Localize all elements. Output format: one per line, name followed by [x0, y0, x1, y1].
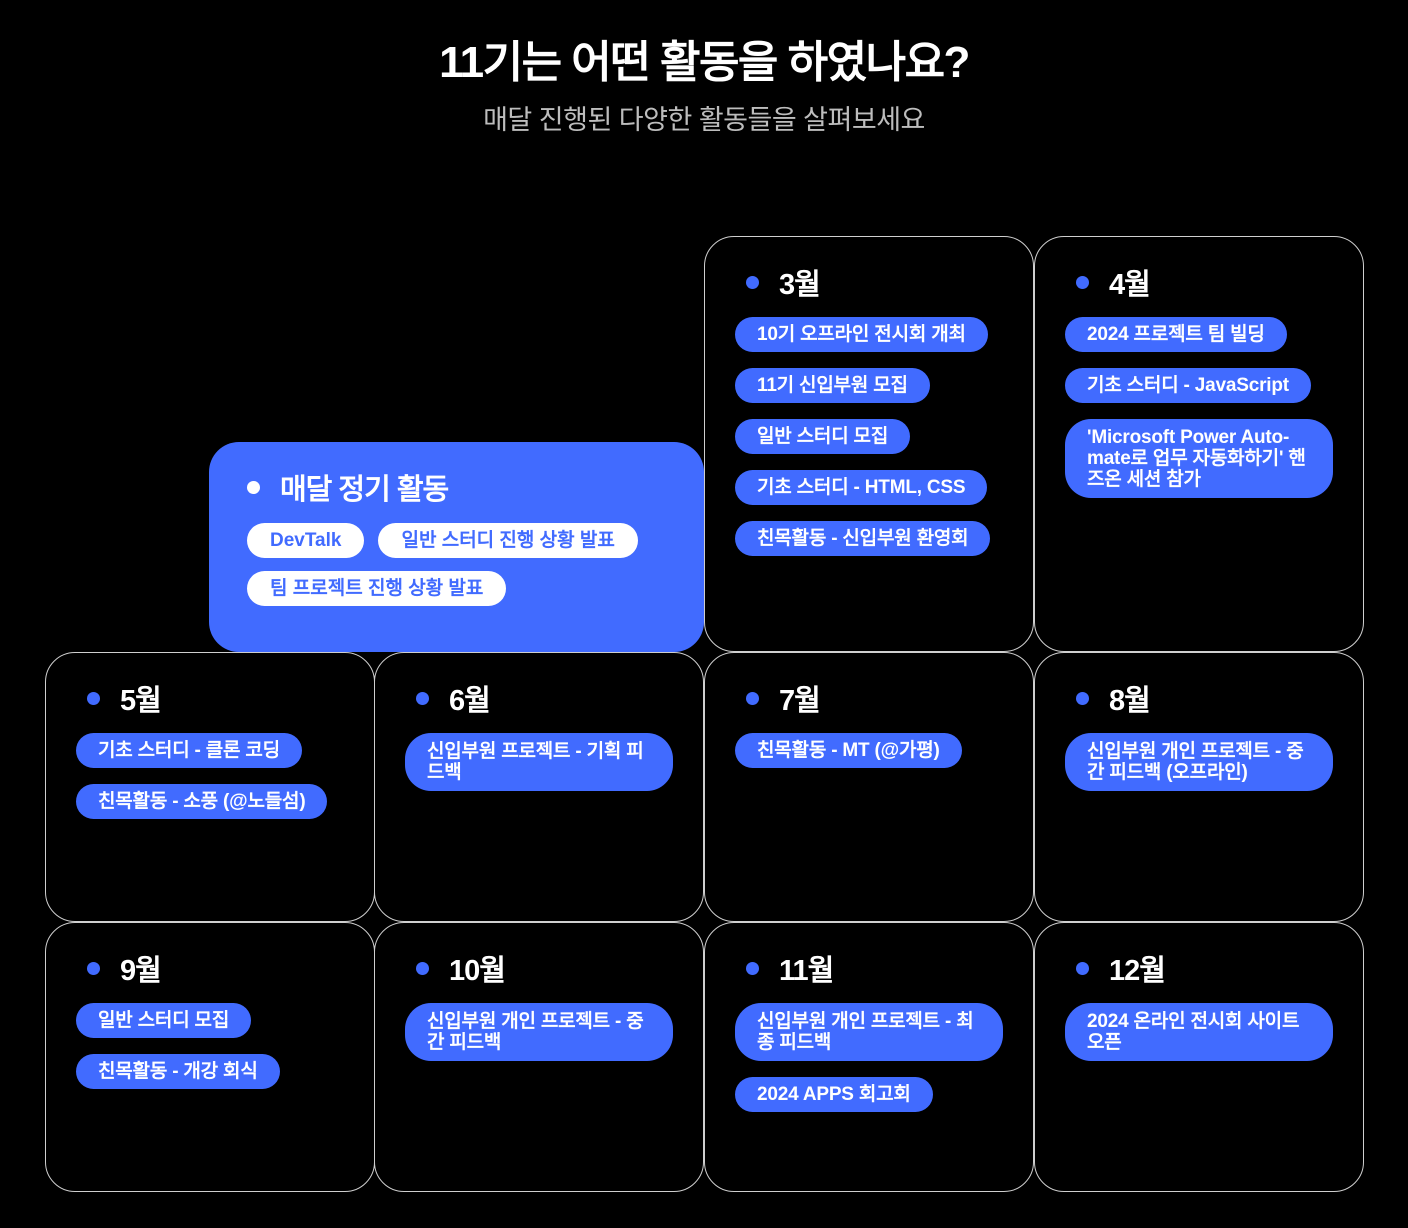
month-title: 10월 — [449, 955, 506, 987]
bullet-icon — [1076, 275, 1089, 289]
activity-pill: 일반 스터디 모집 — [76, 1003, 252, 1038]
bullet-icon — [87, 691, 100, 705]
activity-pill: 친목활동 - 개강 회식 — [76, 1054, 280, 1089]
activity-pill: 기초 스터디 - 클론 코딩 — [76, 733, 302, 768]
page-title: 11기는 어떤 활동을 하였나요? — [439, 38, 970, 87]
bullet-icon — [1076, 961, 1089, 975]
activity-pill: 기초 스터디 - HTML, CSS — [735, 470, 988, 505]
activity-pill: 친목활동 - MT (@가평) — [735, 733, 962, 768]
activity-pill: 신입부원 개인 프로젝트 - 최종 피드백 — [735, 1003, 1003, 1061]
activity-pill: 11기 신입부원 모집 — [735, 368, 930, 403]
activity-pill: 2024 APPS 회고회 — [735, 1077, 933, 1112]
bullet-icon — [746, 275, 759, 289]
activity-chip: DevTalk — [247, 523, 365, 558]
month-title: 7월 — [779, 685, 821, 717]
activity-pill: 2024 온라인 전시회 사이트 오픈 — [1065, 1003, 1333, 1061]
month-title: 9월 — [120, 955, 162, 987]
activity-pill: 친목활동 - 신입부원 환영회 — [735, 521, 991, 556]
bullet-icon — [247, 480, 260, 494]
month-title: 8월 — [1109, 685, 1151, 717]
bullet-icon — [87, 961, 100, 975]
activity-pill: 친목활동 - 소풍 (@노들섬) — [76, 784, 328, 819]
activity-pill: 신입부원 프로젝트 - 기획 피드백 — [405, 733, 673, 791]
month-title: 4월 — [1109, 269, 1151, 301]
activity-pill: 일반 스터디 모집 — [735, 419, 911, 454]
activity-chip: 팀 프로젝트 진행 상황 발표 — [247, 571, 507, 606]
activity-pill: 10기 오프라인 전시회 개최 — [735, 317, 988, 352]
month-title: 3월 — [779, 269, 821, 301]
month-card: 12월 2024 온라인 전시회 사이트 오픈 — [1034, 922, 1364, 1192]
month-title: 12월 — [1109, 955, 1166, 987]
activity-chip: 일반 스터디 진행 상황 발표 — [378, 523, 638, 558]
month-title: 5월 — [120, 685, 162, 717]
bullet-icon — [416, 961, 429, 975]
bullet-icon — [746, 691, 759, 705]
activity-pill: 2024 프로젝트 팀 빌딩 — [1065, 317, 1287, 352]
activity-pill: 신입부원 개인 프로젝트 - 중간 피드백 — [405, 1003, 673, 1061]
month-title: 11월 — [779, 955, 834, 987]
month-title: 6월 — [449, 685, 491, 717]
regular-activities-card: 매달 정기 활동 DevTalk 일반 스터디 진행 상황 발표 팀 프로젝트 … — [209, 442, 704, 652]
bullet-icon — [1076, 691, 1089, 705]
bullet-icon — [416, 691, 429, 705]
card-title: 매달 정기 활동 — [280, 474, 449, 506]
activity-pill: 신입부원 개인 프로젝트 - 중간 피드백 (오프라인) — [1065, 733, 1333, 791]
page-subtitle: 매달 진행된 다양한 활동들을 살펴보세요 — [483, 105, 925, 135]
activity-pill: 'Microsoft Power Auto-mate로 업무 자동화하기' 핸즈… — [1065, 419, 1333, 498]
bullet-icon — [746, 961, 759, 975]
activity-pill: 기초 스터디 - JavaScript — [1065, 368, 1311, 403]
